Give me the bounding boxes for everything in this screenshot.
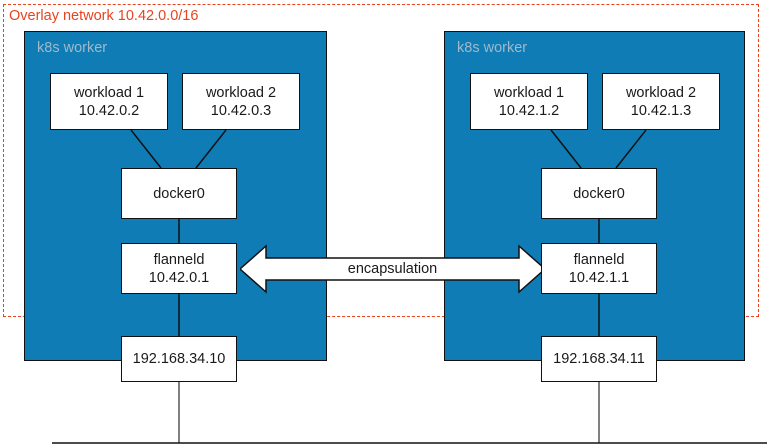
workload-ip: 10.42.1.2	[498, 102, 560, 119]
docker0-bridge-box-right: docker0	[541, 168, 657, 219]
k8s-worker-label-left: k8s worker	[37, 40, 108, 56]
overlay-network-region	[3, 4, 759, 317]
flanneld-box-left: flanneld 10.42.0.1	[121, 243, 237, 294]
workload-box-left-2: workload 2 10.42.0.3	[182, 73, 300, 130]
workload-ip: 10.42.0.3	[210, 102, 272, 119]
flanneld-ip: 10.42.1.1	[568, 269, 630, 286]
workload-name: workload 1	[73, 84, 145, 101]
k8s-worker-label-right: k8s worker	[457, 40, 528, 56]
host-ip-label: 192.168.34.11	[553, 351, 645, 367]
flanneld-box-right: flanneld 10.42.1.1	[541, 243, 657, 294]
flanneld-label: flanneld	[153, 251, 205, 268]
docker0-label: docker0	[573, 185, 625, 202]
encapsulation-label: encapsulation	[347, 261, 438, 277]
workload-name: workload 2	[625, 84, 697, 101]
workload-box-right-1: workload 1 10.42.1.2	[470, 73, 588, 130]
workload-box-right-2: workload 2 10.42.1.3	[602, 73, 720, 130]
encapsulation-arrow-icon	[240, 244, 545, 294]
docker0-bridge-box-left: docker0	[121, 168, 237, 219]
flanneld-label: flanneld	[573, 251, 625, 268]
host-ip-box-right: 192.168.34.11	[541, 336, 657, 382]
workload-name: workload 2	[205, 84, 277, 101]
workload-ip: 10.42.0.2	[78, 102, 140, 119]
overlay-network-label: Overlay network 10.42.0.0/16	[9, 8, 199, 24]
host-ip-label: 192.168.34.10	[132, 351, 226, 367]
workload-ip: 10.42.1.3	[630, 102, 692, 119]
docker0-label: docker0	[153, 185, 205, 202]
flanneld-ip: 10.42.0.1	[148, 269, 210, 286]
host-ip-box-left: 192.168.34.10	[121, 336, 237, 382]
workload-box-left-1: workload 1 10.42.0.2	[50, 73, 168, 130]
workload-name: workload 1	[493, 84, 565, 101]
